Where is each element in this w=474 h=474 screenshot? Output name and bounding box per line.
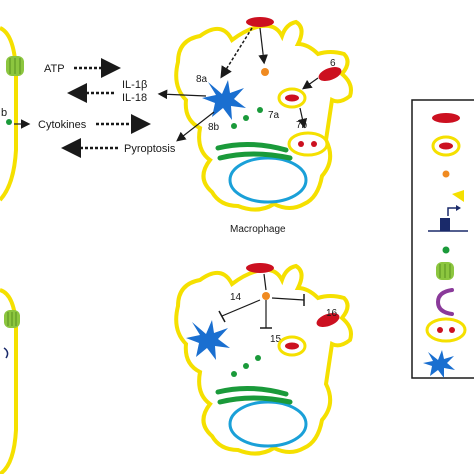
macrophage-bottom-orange-dot — [262, 292, 270, 300]
macrophage-bottom-green-stack — [215, 385, 293, 405]
legend-orange-dot-icon — [442, 170, 450, 178]
arrow-7a — [297, 107, 308, 129]
macrophage-bottom-green-dots — [231, 355, 261, 377]
left-cell-bottom-channel-icon — [4, 310, 20, 328]
receptor-to-star-dotted-arrow — [220, 27, 253, 79]
macrophage-label: Macrophage — [230, 224, 286, 235]
legend-yellow-triangle-icon — [452, 190, 464, 202]
receptor-to-orange-arrow — [258, 27, 268, 65]
cytokines-label: Cytokines — [38, 119, 87, 131]
il18-label: IL-18 — [122, 92, 147, 104]
label-6: 6 — [330, 58, 336, 69]
left-cell-bottom-hook — [3, 347, 9, 359]
inhibit-16 — [271, 297, 305, 301]
phagosome-bottom-icon — [277, 335, 307, 357]
pyroptosis-label: Pyroptosis — [124, 143, 176, 155]
arrow-6 — [302, 77, 319, 90]
legend-channel-icon — [436, 262, 454, 280]
arrow-8a-to-il — [157, 89, 207, 100]
label-7b: 7b — [296, 120, 308, 131]
legend-purple-c-icon — [435, 288, 454, 316]
left-cell-top-channel-icon — [6, 56, 24, 76]
inflammasome-star-bottom-icon — [186, 320, 230, 360]
legend-red-ellipse-icon — [432, 113, 460, 123]
macrophage-top-green-stack — [215, 141, 293, 161]
macrophage-top-orange-dot — [261, 68, 269, 76]
bottom-receptor-to-orange-line — [263, 273, 267, 291]
il1b-label: IL-1β — [122, 79, 147, 91]
label-8a: 8a — [196, 74, 208, 85]
left-cell-top-membrane — [0, 26, 18, 202]
left-cell-green-dot — [6, 119, 12, 125]
macrophage-top-green-dots — [231, 107, 263, 129]
label-15: 15 — [270, 334, 282, 345]
label-16: 16 — [326, 308, 338, 319]
legend-phagosome-icon — [431, 135, 461, 157]
left-fragment-label: b — [1, 107, 7, 119]
phagolysosome-7b-icon — [287, 131, 329, 157]
macrophage-bottom-nucleus — [228, 400, 308, 448]
macrophage-bottom-red-organelle — [316, 313, 340, 327]
legend-box — [411, 99, 474, 379]
phagosome-7a-icon — [277, 87, 307, 109]
inhibit-14 — [221, 299, 261, 317]
legend-phagolysosome-icon — [425, 317, 467, 343]
legend-gene-promoter-icon — [428, 205, 468, 232]
atp-label: ATP — [44, 63, 65, 75]
label-7a: 7a — [268, 110, 280, 121]
macrophage-top-nucleus — [228, 156, 308, 204]
macrophage-top-membrane-receptor — [246, 17, 274, 27]
label-8b: 8b — [208, 122, 220, 133]
inhibit-14-bar — [218, 310, 226, 323]
label-14: 14 — [230, 292, 242, 303]
inflammasome-star-top-icon — [202, 80, 246, 120]
left-cell-bottom-membrane — [0, 288, 18, 474]
macrophage-bottom-membrane-receptor — [246, 263, 274, 273]
legend-star-icon — [423, 350, 455, 378]
arrow-8b-to-pyroptosis — [176, 111, 215, 142]
macrophage-top-red-organelle — [318, 67, 342, 81]
macrophage-top-membrane — [174, 19, 353, 212]
legend-green-dot-icon — [442, 246, 450, 254]
